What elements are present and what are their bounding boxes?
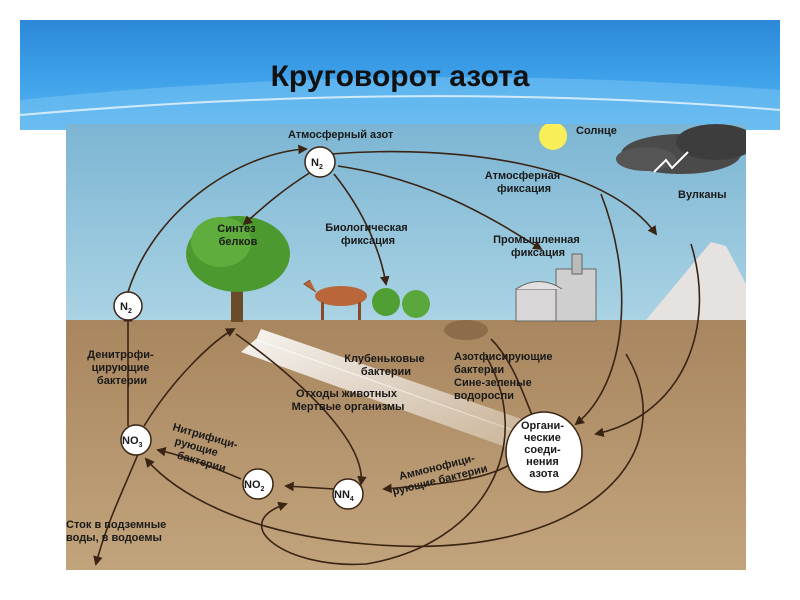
lightning-icon (653, 151, 689, 173)
svg-text:NO3: NO3 (122, 435, 143, 449)
plant-icon (372, 288, 430, 318)
arrow-no2-to-no3 (156, 446, 242, 480)
flow-beam (241, 339, 526, 449)
no2-node: NO2 (242, 468, 274, 500)
arrow-industrial (337, 165, 543, 251)
denitrifying-bacteria-label: Денитрофи- цирующие бактерии (87, 349, 156, 387)
arrow-to-tree (242, 171, 312, 226)
arrow-nh4-to-no2 (284, 481, 335, 492)
svg-text:N2: N2 (120, 301, 132, 315)
n2-top-node: N2 (304, 146, 336, 178)
arrow-atmospheric (574, 193, 623, 426)
arrow-root-down (235, 333, 367, 486)
arrow-n2left-to-atmosphere (127, 144, 308, 293)
arrow-volcano-to-soil (594, 243, 701, 438)
soil (66, 320, 746, 570)
runoff-label: Сток в подземные воды, в водоемы (66, 519, 169, 544)
protein-synthesis-label: Синтез белков (217, 223, 258, 248)
biological-fixation-label: Биологическая фиксация (325, 222, 411, 247)
header-band (20, 20, 780, 130)
factory-icon (515, 253, 597, 322)
flow-beam (256, 329, 536, 436)
arrow-inner-loop (260, 355, 507, 566)
nodule-bacteria-label: Клубеньковые бактерии (344, 353, 427, 378)
sun-label: Солнце (576, 125, 617, 137)
n2-left-node: N2 (113, 291, 143, 321)
header-swoosh (20, 77, 780, 130)
organic-compounds-label: Органи- ческие соеди- нения азота (521, 420, 567, 480)
arrow-biological (333, 173, 390, 286)
arrow-organic-to-nh4 (382, 463, 512, 494)
arrow-to-volcano (330, 150, 658, 236)
svg-text:NO2: NO2 (244, 479, 265, 493)
sun-icon (539, 124, 567, 150)
nh4-node: NN4 (332, 478, 364, 510)
nitrogen-cycle-diagram: N2 N2 NO3 NO2 NN4 Органи- ческие соеди- … (66, 124, 746, 570)
atmospheric-fixation-label: Атмосферная фиксация (485, 170, 563, 195)
no3-node: NO3 (120, 424, 152, 456)
waste-label: Отходы животных Мертвые организмы (292, 388, 405, 413)
volcanoes-label: Вулканы (678, 189, 727, 201)
atmospheric-nitrogen-label: Атмосферный азот (288, 129, 394, 141)
arrow-outer-loop (144, 353, 644, 548)
slide-title: Круговорот азота (270, 60, 530, 93)
bacteria-icon (444, 320, 488, 340)
industrial-fixation-label: Промышленная фиксация (493, 234, 583, 259)
organic-compounds-node: Органи- ческие соеди- нения азота (505, 411, 583, 493)
tree-icon (186, 216, 290, 322)
volcano-icon (646, 242, 746, 320)
svg-text:NN4: NN4 (334, 489, 354, 503)
arrow-no3-runoff (93, 453, 139, 566)
nitrogen-fixing-label: Азотфисирующие бактерии Сине-зеленые вод… (454, 351, 556, 402)
deer-icon (303, 279, 367, 320)
arrow-no3-to-tree (143, 328, 236, 427)
svg-text:N2: N2 (311, 157, 323, 171)
